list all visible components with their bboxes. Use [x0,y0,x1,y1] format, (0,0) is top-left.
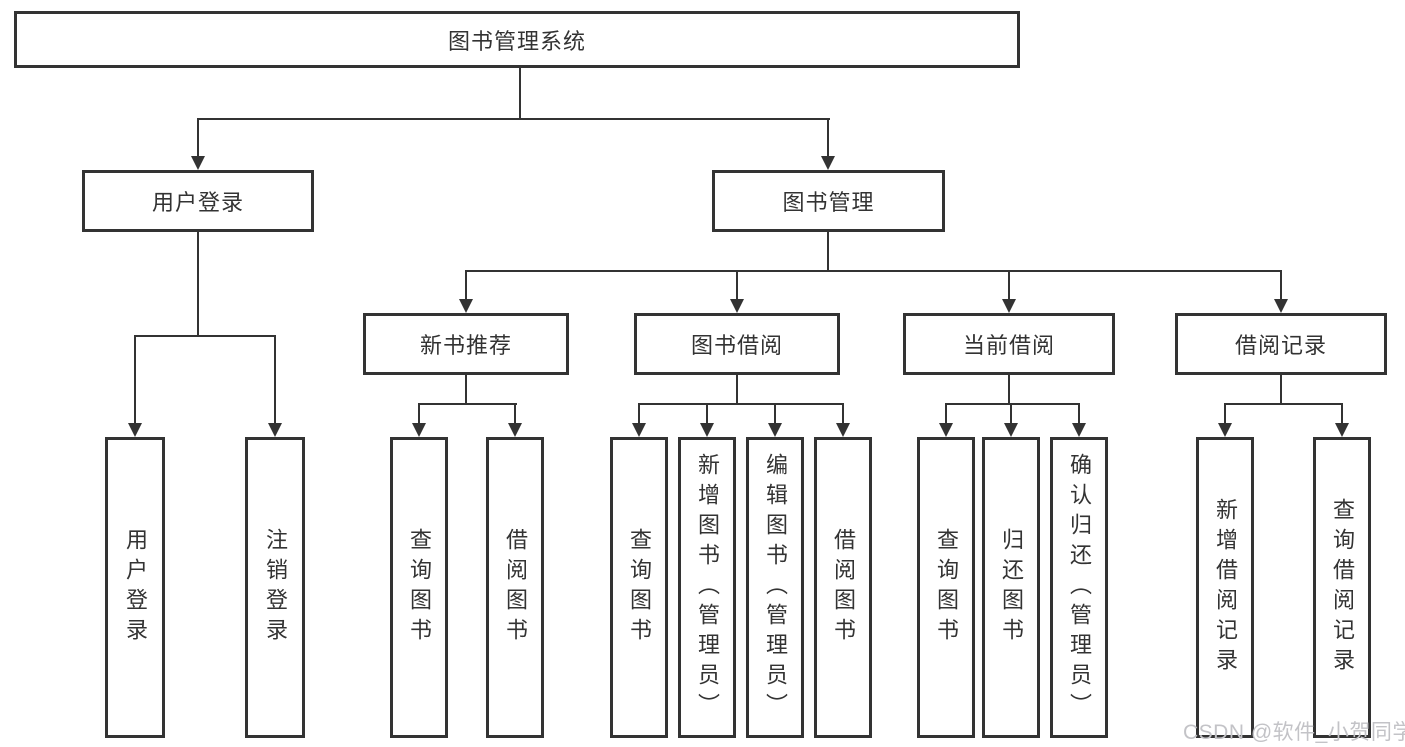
connector-cb-drop-1 [945,403,947,423]
arrowhead [1002,299,1016,313]
leaf-bb-edit-books-admin-label: 编辑图书（管理员） [763,452,788,723]
node-root-label: 图书管理系统 [447,28,586,54]
connector-bb-drop-2 [706,403,708,423]
node-current-borrow-label: 当前借阅 [962,333,1055,358]
leaf-nbr-borrow-books: 借阅图书 [486,437,544,738]
connector-userlogin-stub [197,232,199,337]
leaf-br-add-record-label: 新增借阅记录 [1213,497,1238,678]
leaf-br-add-record: 新增借阅记录 [1196,437,1254,738]
connector-cb-bus [945,403,1080,405]
connector-cb-drop-3 [1078,403,1080,423]
arrowhead [1072,423,1086,437]
node-borrow-records-label: 借阅记录 [1234,333,1327,358]
leaf-br-query-record-label: 查询借阅记录 [1330,497,1355,678]
arrowhead [508,423,522,437]
leaf-user-login-label: 用户登录 [123,527,148,648]
connector-cb-stub [1008,375,1010,405]
arrowhead [128,423,142,437]
arrowhead [1274,299,1288,313]
arrowhead [939,423,953,437]
leaf-bb-borrow-books-label: 借阅图书 [831,527,856,648]
leaf-bb-query-books: 查询图书 [610,437,668,738]
connector-br-stub [1280,375,1282,405]
arrowhead [1218,423,1232,437]
connector-userlogin-drop-1 [134,335,136,423]
node-book-management: 图书管理 [712,170,945,232]
node-book-management-label: 图书管理 [782,190,875,215]
connector-nbr-stub [465,375,467,405]
leaf-user-login: 用户登录 [105,437,165,738]
connector-bookmgmt-drop-1 [465,270,467,299]
connector-userlogin-drop-2 [274,335,276,423]
leaf-cb-query-books-label: 查询图书 [934,527,959,648]
node-new-book-recommend: 新书推荐 [363,313,569,375]
connector-bookmgmt-drop-2 [736,270,738,299]
node-root: 图书管理系统 [14,11,1020,68]
node-book-borrow-label: 图书借阅 [690,333,783,358]
connector-bb-bus [638,403,844,405]
connector-bookmgmt-drop-4 [1280,270,1282,299]
arrowhead [1335,423,1349,437]
leaf-logout-label: 注销登录 [263,527,288,648]
arrowhead [700,423,714,437]
arrowhead [268,423,282,437]
leaf-nbr-borrow-books-label: 借阅图书 [503,527,528,648]
leaf-bb-borrow-books: 借阅图书 [814,437,872,738]
leaf-cb-return-books-label: 归还图书 [999,527,1024,648]
node-book-borrow: 图书借阅 [634,313,840,375]
connector-nbr-drop-1 [418,403,420,423]
connector-bb-stub [736,375,738,405]
arrowhead [632,423,646,437]
arrowhead [730,299,744,313]
arrowhead [821,156,835,170]
node-new-book-recommend-label: 新书推荐 [419,333,512,358]
arrowhead [768,423,782,437]
connector-cb-drop-2 [1010,403,1012,423]
arrowhead [459,299,473,313]
connector-nbr-drop-2 [514,403,516,423]
leaf-bb-edit-books-admin: 编辑图书（管理员） [746,437,804,738]
arrowhead [412,423,426,437]
node-borrow-records: 借阅记录 [1175,313,1387,375]
leaf-cb-confirm-return-admin-label: 确认归还（管理员） [1067,452,1092,723]
connector-bb-drop-1 [638,403,640,423]
leaf-bb-add-books-admin-label: 新增图书（管理员） [695,452,720,723]
leaf-logout: 注销登录 [245,437,305,738]
connector-root-drop-left [197,118,199,156]
connector-bookmgmt-drop-3 [1008,270,1010,299]
arrowhead [1004,423,1018,437]
leaf-cb-return-books: 归还图书 [982,437,1040,738]
connector-br-bus [1224,403,1343,405]
leaf-cb-query-books: 查询图书 [917,437,975,738]
connector-root-drop-right [827,118,829,156]
leaf-nbr-query-books: 查询图书 [390,437,448,738]
connector-root-stub [519,68,521,120]
leaf-cb-confirm-return-admin: 确认归还（管理员） [1050,437,1108,738]
watermark: CSDN @软件_小贺同学 [1183,721,1405,744]
node-user-login: 用户登录 [82,170,314,232]
leaf-nbr-query-books-label: 查询图书 [407,527,432,648]
arrowhead [836,423,850,437]
connector-bookmgmt-bus [465,270,1282,272]
node-user-login-label: 用户登录 [151,190,244,215]
arrowhead [191,156,205,170]
connector-br-drop-1 [1224,403,1226,423]
connector-bb-drop-3 [774,403,776,423]
connector-bb-drop-4 [842,403,844,423]
leaf-bb-query-books-label: 查询图书 [627,527,652,648]
node-current-borrow: 当前借阅 [903,313,1115,375]
connector-bookmgmt-stub [827,232,829,272]
leaf-bb-add-books-admin: 新增图书（管理员） [678,437,736,738]
connector-br-drop-2 [1341,403,1343,423]
connector-nbr-bus [418,403,517,405]
connector-userlogin-bus [134,335,276,337]
leaf-br-query-record: 查询借阅记录 [1313,437,1371,738]
connector-root-bus [197,118,830,120]
